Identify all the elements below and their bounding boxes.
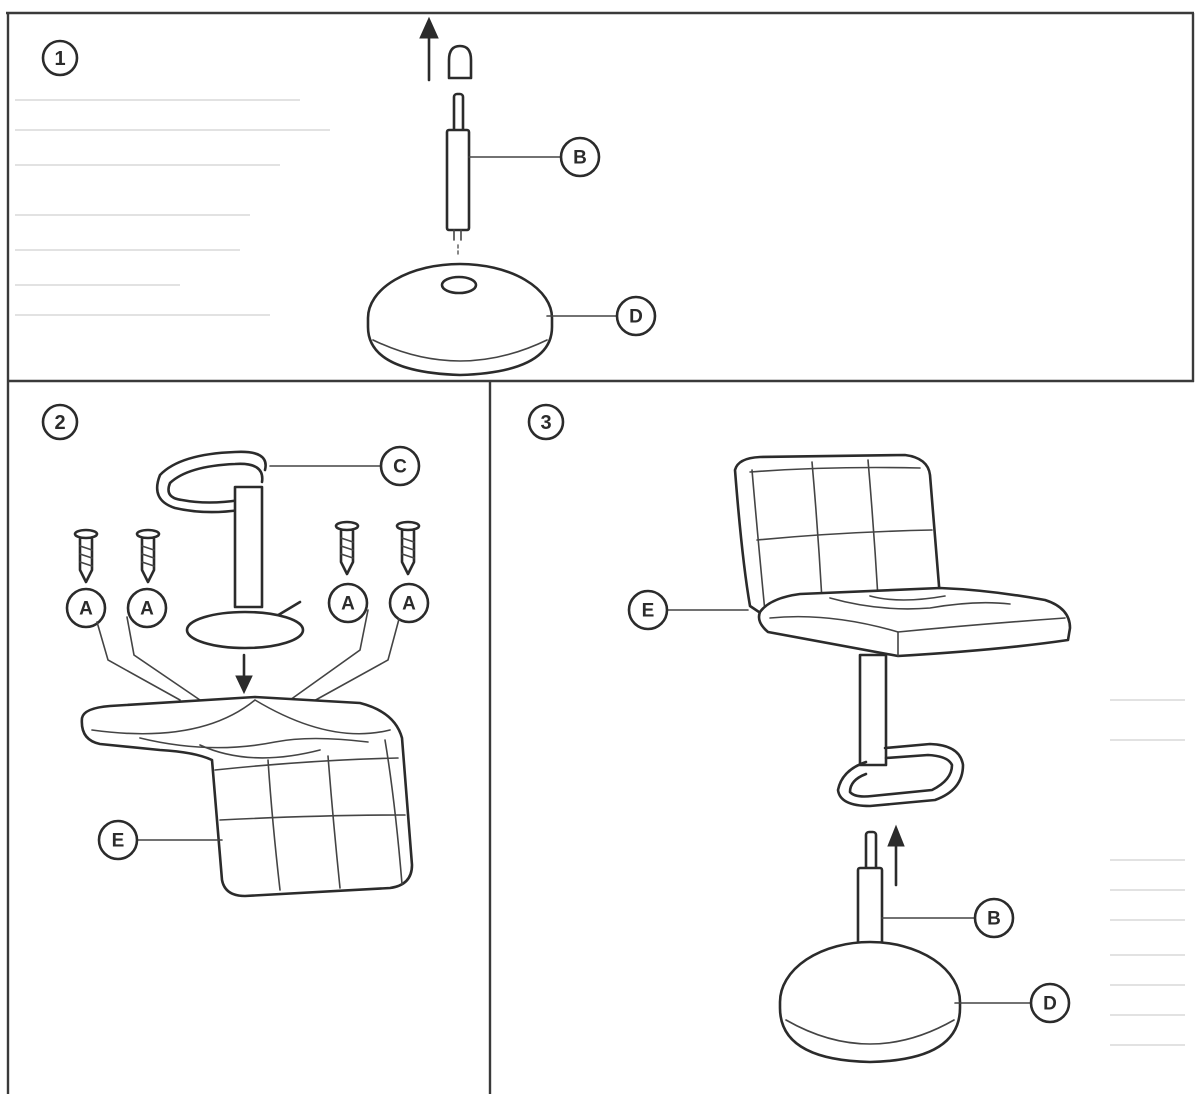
scan-artifacts <box>15 100 1185 1045</box>
callout-b-step3-label: B <box>987 909 1001 930</box>
callout-d: D <box>617 297 655 335</box>
step-3-panel: 3 E <box>529 405 1070 1062</box>
step-1-number: 1 <box>54 48 65 70</box>
callout-a-3-label: A <box>341 594 355 615</box>
step-3-badge: 3 <box>529 405 563 439</box>
seat-upside-down <box>82 697 412 896</box>
callout-e-step2: E <box>99 821 137 859</box>
step-1-up-arrow <box>420 18 438 80</box>
callout-d-step3: D <box>1031 984 1069 1022</box>
step-3-round-base <box>780 942 960 1062</box>
chair-seat <box>759 588 1070 656</box>
screw-3 <box>336 522 358 574</box>
callout-b-label: B <box>573 148 587 169</box>
callout-a-2-label: A <box>140 599 154 620</box>
round-base <box>368 264 552 375</box>
callout-d-step3-label: D <box>1043 994 1057 1015</box>
callout-e-step3: E <box>629 591 667 629</box>
callout-b-step3: B <box>975 899 1013 937</box>
panel-frames <box>6 13 1194 1094</box>
step-2-panel: 2 C <box>43 405 428 896</box>
protective-cap <box>449 46 471 78</box>
step-3-up-arrow <box>888 826 904 885</box>
step-2-badge: 2 <box>43 405 77 439</box>
chair-column <box>860 655 886 765</box>
callout-a-4: A <box>390 584 428 622</box>
callout-e-step2-label: E <box>112 831 125 852</box>
step-1-panel: 1 B D <box>43 18 655 375</box>
callout-c: C <box>381 447 419 485</box>
chair-footrest <box>838 744 963 806</box>
callout-c-label: C <box>393 457 407 478</box>
step-1-badge: 1 <box>43 41 77 75</box>
callout-a-4-label: A <box>402 594 416 615</box>
step-3-number: 3 <box>540 412 551 434</box>
screw-2 <box>137 530 159 582</box>
callout-b: B <box>561 138 599 176</box>
gas-lift-cylinder <box>447 94 469 255</box>
callout-a-1-label: A <box>79 599 93 620</box>
callout-e-step3-label: E <box>642 601 655 622</box>
step-2-number: 2 <box>54 412 65 434</box>
screw-4 <box>397 522 419 574</box>
callout-a-3: A <box>329 584 367 622</box>
callout-d-label: D <box>629 307 643 328</box>
callout-a-2: A <box>128 589 166 627</box>
step-2-down-arrow <box>236 655 252 693</box>
screw-1 <box>75 530 97 582</box>
callout-a-1: A <box>67 589 105 627</box>
